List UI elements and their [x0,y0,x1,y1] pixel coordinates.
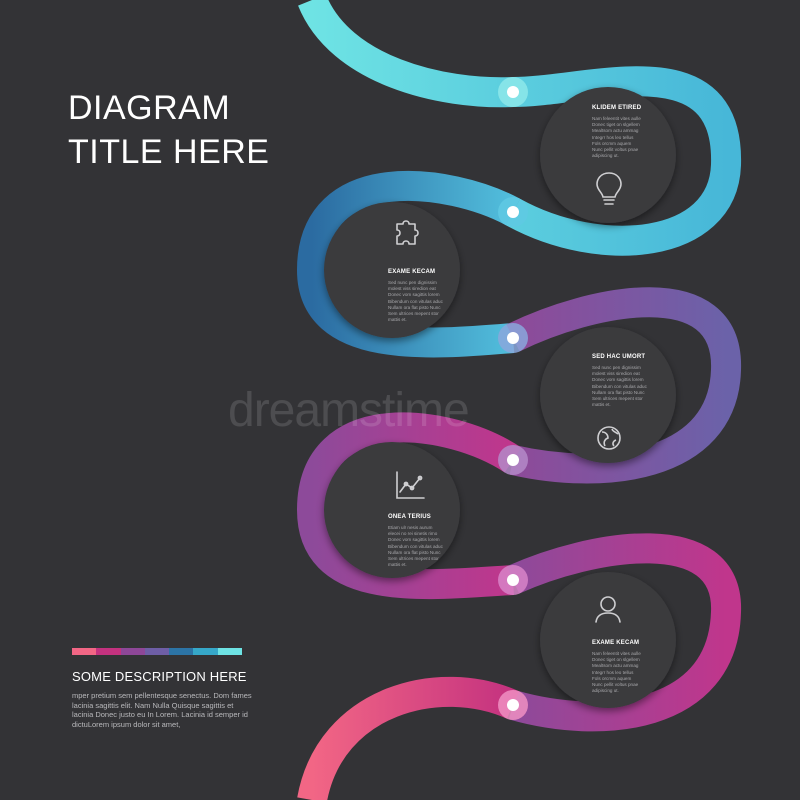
step-line: Fols orcmm aquem [592,140,632,146]
step-line: Nam feleentit vites aulle [592,116,641,121]
step-1-text: KLIDEM ETIRED Nam feleentit vites aulle … [592,105,682,159]
step-body: Sed nunc pen dignissim molest viss sired… [388,280,478,323]
step-2-text: EXAME KECAM Sed nunc pen dignissim moles… [388,269,478,323]
title-line-1: DIAGRAM [68,89,231,127]
step-3-text: SED HAC UMORT Sed nunc pen dignissim mol… [592,354,682,408]
ribbon-segment-6 [297,676,520,800]
step-line: Etiam ulr nesis aurum [388,525,433,530]
color-palette-strip [72,648,242,655]
step-line: mattis et. [388,317,407,323]
description-line: mper pretium sem pellentesque senectus. … [72,691,252,700]
step-line: Donec tiget on slgellem [592,657,640,663]
step-title: KLIDEM ETIRED [592,105,642,111]
step-line: Sem ultrices mepent stor [388,556,439,562]
palette-swatch [72,648,97,655]
step-line: Sem ultrices mepent stor [592,396,643,402]
step-line: adipiscing ut. [592,688,619,694]
step-line: Nullam ora flat pisto Nunc [592,389,645,395]
step-body: Etiam ulr nesis aurum elecei no rei sine… [388,525,478,568]
connector-dot-2 [498,197,528,227]
step-circle-2 [324,202,460,338]
description-line: dictuLorem ipsum dolor sit amet, [72,719,181,729]
palette-swatch [193,648,218,655]
step-circle-4 [324,442,460,578]
step-4-text: ONEA TERIUS Etiam ulr nesis aurum elecei… [388,514,478,568]
connector-dot-1 [498,77,528,107]
palette-swatch [169,648,194,655]
step-line: Nam feleentit vites aulle [592,651,641,656]
step-line: Fols orcmm aquem [592,675,632,681]
connector-dot-4 [498,445,528,475]
ribbon-segment-3 [506,287,742,484]
globe-icon [597,426,621,450]
step-line: mattis et. [592,402,611,408]
step-line: mattis et. [388,562,407,568]
description-title: SOME DESCRIPTION HERE [72,669,247,684]
step-line: Integrr hos leo tellus [592,134,634,140]
step-line: Sed nunc pen dignissim [388,280,437,285]
step-line: Sed nunc pen dignissim [592,365,641,370]
step-line: Bibendum con vitulas aduc [388,298,443,304]
step-line: molest viss siredion eat [388,286,436,292]
step-title: EXAME KECAM [388,269,436,275]
ribbon-segment-1 [298,0,742,256]
ribbon-segment-2 [296,170,521,358]
step-circle-1 [540,87,676,223]
step-circle-3 [540,327,676,463]
puzzle-icon [396,220,419,245]
step-body: Nam feleentit vites aulle Donec tiget on… [592,116,682,159]
palette-swatch [144,648,170,655]
step-line: Nullam ora flat pisto Nunc [388,304,441,310]
step-line: Donec vom sagittis lorem [388,292,440,298]
step-line: Mealtsom actu ammag [592,128,639,134]
step-title: SED HAC UMORT [592,354,646,360]
step-body: Sed nunc pen dignissim molest viss sired… [592,365,682,408]
lightbulb-icon [596,172,622,205]
step-line: Nunc pellit voltus pnae [592,682,639,688]
step-5-text: EXAME KECAM Nam feleentit vites aulle Do… [592,640,682,694]
step-line: elecei no rei sinetis rimo [388,531,438,537]
step-line: Bibendum con vitulas aduc [592,383,647,389]
title-line-2: TITLE HERE [68,133,270,171]
step-line: Donec vom sagittis lorem [388,537,440,543]
diagram-title: DIAGRAM TITLE HERE [68,86,269,174]
description-line: lacinia Donec justo eu In Lorem. Lacinia… [72,710,248,719]
step-line: Donec tiget on slgellem [592,122,640,128]
connector-dot-3 [498,323,528,353]
palette-swatch [217,648,242,655]
ribbon-segment-4 [296,412,522,600]
line-chart-icon [396,471,425,499]
step-line: Nunc pellit voltus pnae [592,147,639,153]
step-line: Mealtsom actu ammag [592,663,639,669]
step-line: Bibendum con vitulas aduc [388,543,443,549]
description-line: lacinia sagittis elit. Nam Nulla Quisque… [72,700,234,710]
connector-dot-6 [498,690,528,720]
step-line: molest viss siredion eat [592,371,640,377]
connector-dot-5 [498,565,528,595]
ribbon-segment-5 [506,533,741,732]
step-title: ONEA TERIUS [388,514,431,520]
step-line: Sem ultrices mepent stor [388,311,439,317]
step-body: Nam feleentit vites aulle Donec tiget on… [592,651,682,694]
step-circle-5 [540,572,676,708]
palette-swatch [120,648,145,655]
palette-swatch [96,648,121,655]
step-line: Donec vom sagittis lorem [592,377,644,383]
step-title: EXAME KECAM [592,640,640,646]
step-line: Integrr hos leo tellus [592,669,634,675]
step-line: adipiscing ut. [592,153,619,159]
description-body: mper pretium sem pellentesque senectus. … [72,691,252,729]
step-line: Nullam ora flat pisto Nunc [388,549,441,555]
user-icon [595,596,621,623]
watermark: dreamstime [228,384,470,437]
